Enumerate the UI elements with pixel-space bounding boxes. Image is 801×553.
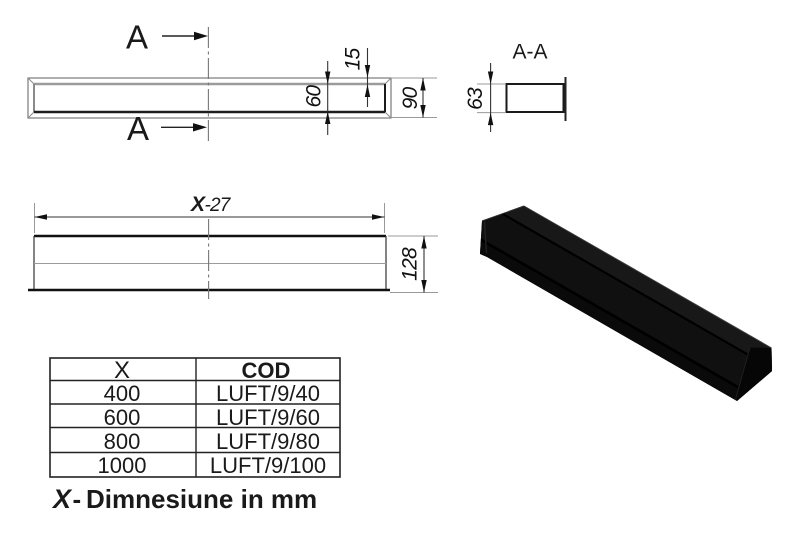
svg-text:LUFT/9/40: LUFT/9/40 [216,381,320,406]
svg-text:X: X [51,484,73,514]
svg-text:600: 600 [104,405,141,430]
svg-text:COD: COD [242,358,291,383]
svg-text:Dimnesiune in mm: Dimnesiune in mm [86,484,317,514]
svg-text:63: 63 [464,87,487,110]
svg-text:128: 128 [398,247,421,281]
svg-text:400: 400 [104,381,141,406]
svg-text:800: 800 [104,429,141,454]
svg-text:-: - [73,484,82,514]
svg-text:90: 90 [399,87,422,110]
svg-text:LUFT/9/80: LUFT/9/80 [216,429,320,454]
svg-text:-27: -27 [205,195,232,216]
svg-text:60: 60 [303,85,326,108]
svg-text:LUFT/9/100: LUFT/9/100 [210,453,326,478]
svg-text:1000: 1000 [98,453,147,478]
svg-text:A-A: A-A [512,41,547,64]
svg-text:LUFT/9/60: LUFT/9/60 [216,405,320,430]
svg-text:A: A [126,19,148,56]
svg-text:X: X [190,193,207,216]
svg-text:A: A [127,110,149,147]
svg-text:15: 15 [342,48,365,71]
svg-text:X: X [114,357,130,384]
